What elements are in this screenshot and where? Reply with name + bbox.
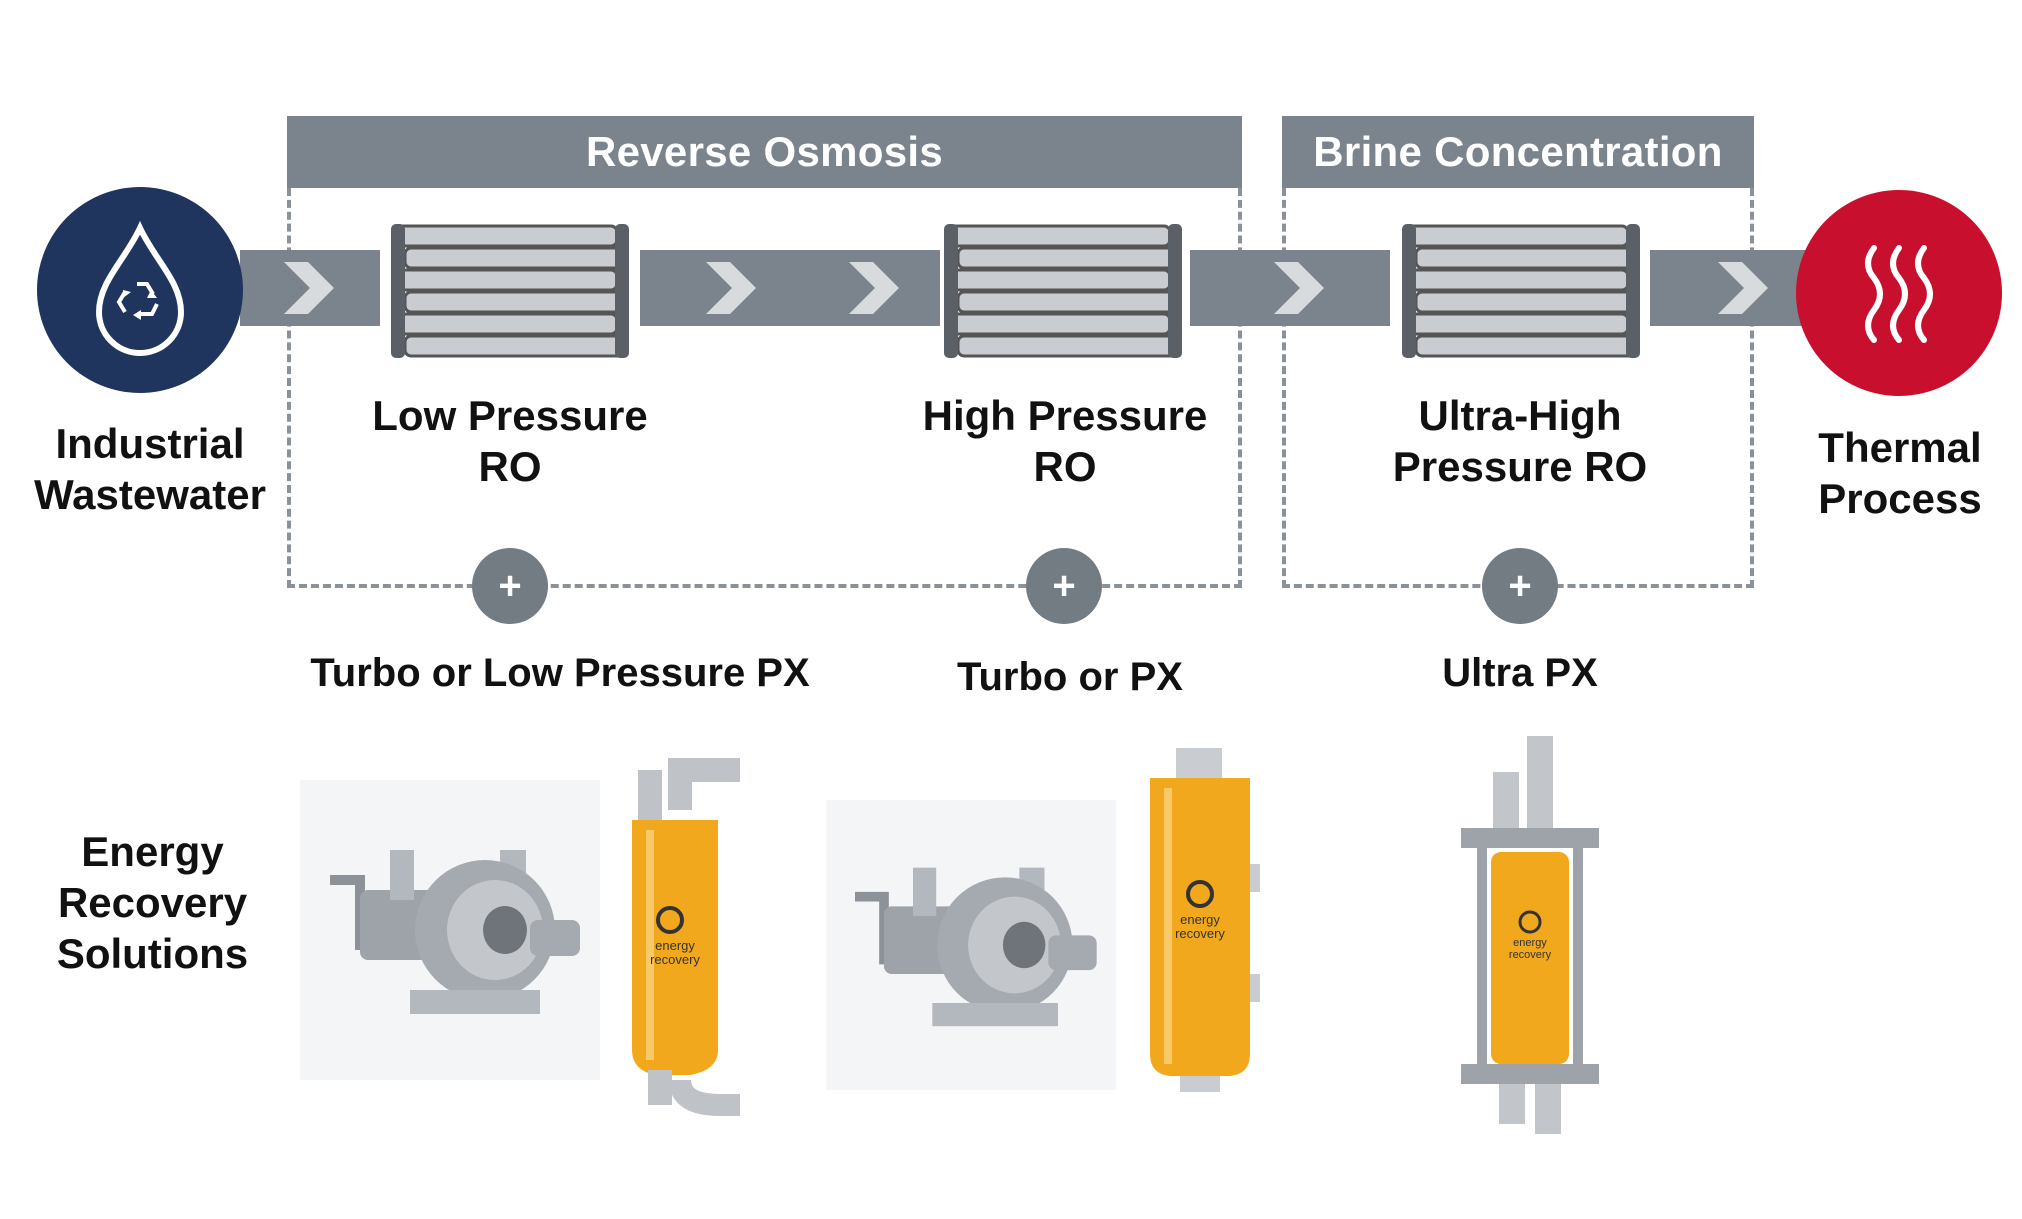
solution-label: Ultra PX — [1442, 651, 1598, 695]
chevron-right-icon — [1274, 262, 1324, 314]
chevron-right-icon — [284, 262, 334, 314]
sink-label-line2: Process — [1818, 475, 1982, 522]
row-label-line3: Solutions — [56, 930, 249, 977]
thermal-process-label: Thermal Process — [1790, 422, 2010, 524]
stage-label-line2: RO — [1033, 443, 1097, 490]
stage-label-line2: RO — [478, 443, 542, 490]
energy-recovery-solutions-label: Energy Recovery Solutions — [30, 826, 275, 979]
turbocharger-product-image — [826, 800, 1116, 1090]
row-label-line1: Energy — [81, 828, 224, 875]
brine-concentration-title: Brine Concentration — [1313, 128, 1723, 175]
solution-label: Turbo or Low Pressure PX — [310, 651, 810, 695]
product-logo-text: recovery — [1509, 949, 1552, 961]
chevron-right-icon — [1718, 262, 1768, 314]
reverse-osmosis-header: Reverse Osmosis — [287, 116, 1242, 188]
product-logo-text: recovery — [650, 952, 700, 967]
ultra-high-pressure-ro-label: Ultra-High Pressure RO — [1340, 390, 1700, 492]
px-device-product-image: energy recovery — [632, 758, 740, 1116]
reverse-osmosis-box — [287, 188, 1242, 588]
chevron-right-icon — [706, 262, 756, 314]
ro-membrane-bundle-icon — [391, 224, 629, 358]
solution-label: Turbo or PX — [957, 655, 1183, 699]
heat-waves-icon — [1865, 245, 1933, 343]
row-label-line2: Recovery — [57, 879, 248, 926]
reverse-osmosis-title: Reverse Osmosis — [585, 128, 944, 175]
ro-membrane-bundle-icon — [1402, 224, 1640, 358]
ultra-px-product-image: energy recovery — [1461, 736, 1599, 1134]
plus-marker: + — [1026, 548, 1102, 624]
thermal-process-circle — [1796, 190, 2002, 396]
stage-label-line2: Pressure RO — [1392, 443, 1648, 490]
stage-label-line1: Low Pressure — [372, 392, 648, 439]
sink-label-line1: Thermal — [1818, 424, 1982, 471]
source-label-line2: Wastewater — [34, 471, 266, 518]
stage-label-line1: Ultra-High — [1418, 392, 1622, 439]
product-logo-text: energy — [1180, 912, 1220, 927]
low-pressure-ro-label: Low Pressure RO — [330, 390, 690, 492]
turbocharger-product-image — [300, 780, 600, 1080]
plus-marker: + — [1482, 548, 1558, 624]
chevron-right-icon — [849, 262, 899, 314]
water-drop-recycle-icon — [95, 220, 185, 356]
plus-marker: + — [472, 548, 548, 624]
industrial-wastewater-label: Industrial Wastewater — [20, 418, 280, 520]
px-device-product-image: energy recovery — [1150, 748, 1260, 1092]
product-logo-text: energy — [1513, 937, 1547, 949]
ro-membrane-bundle-icon — [944, 224, 1182, 358]
brine-concentration-header: Brine Concentration — [1282, 116, 1754, 188]
stage-label-line1: High Pressure — [922, 392, 1208, 439]
product-logo-text: energy — [655, 938, 695, 953]
industrial-wastewater-circle — [37, 187, 243, 393]
high-pressure-ro-label: High Pressure RO — [885, 390, 1245, 492]
product-logo-text: recovery — [1175, 926, 1225, 941]
source-label-line1: Industrial — [55, 420, 245, 467]
